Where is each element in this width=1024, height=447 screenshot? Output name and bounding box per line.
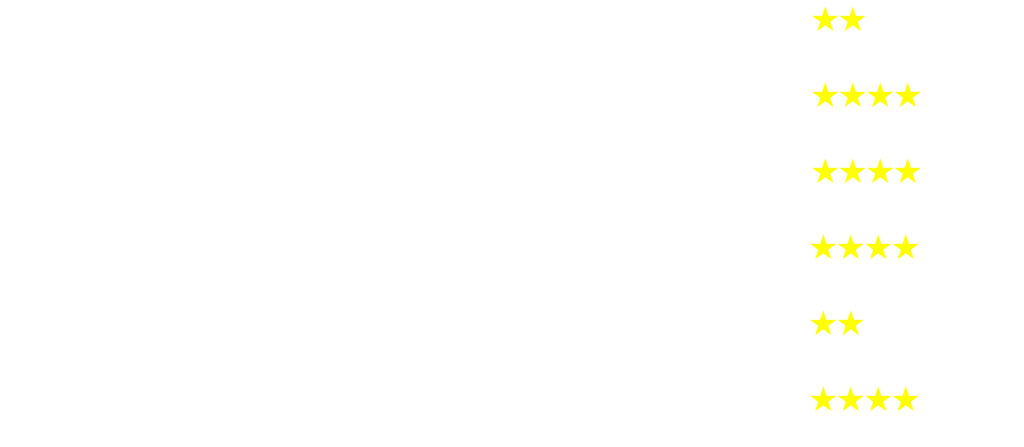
rating-row: ★★★★	[808, 228, 921, 268]
star-icon: ★	[808, 380, 839, 420]
star-icon: ★	[864, 152, 896, 192]
star-icon: ★	[862, 228, 894, 268]
star-icon: ★	[808, 304, 839, 344]
star-icon: ★	[864, 76, 896, 116]
star-icon: ★	[835, 380, 866, 420]
star-icon: ★	[892, 152, 923, 192]
star-icon: ★	[892, 76, 923, 116]
star-icon: ★	[810, 152, 841, 192]
rating-row: ★★★★	[808, 380, 921, 420]
star-icon: ★	[837, 76, 868, 116]
star-icon: ★	[810, 0, 841, 40]
star-icon: ★	[810, 76, 841, 116]
rating-row: ★★	[810, 0, 868, 40]
star-icon: ★	[835, 304, 866, 344]
star-icon: ★	[837, 152, 868, 192]
rating-list: ★★ ★★★★ ★★★★ ★★★★ ★★ ★★★★	[806, 0, 1024, 447]
star-icon: ★	[835, 228, 866, 268]
rating-row: ★★	[808, 304, 866, 344]
star-icon: ★	[862, 380, 894, 420]
star-icon: ★	[890, 228, 921, 268]
rating-row: ★★★★	[810, 152, 923, 192]
rating-row: ★★★★	[810, 76, 923, 116]
star-icon: ★	[890, 380, 921, 420]
star-icon: ★	[837, 0, 868, 40]
star-icon: ★	[808, 228, 839, 268]
